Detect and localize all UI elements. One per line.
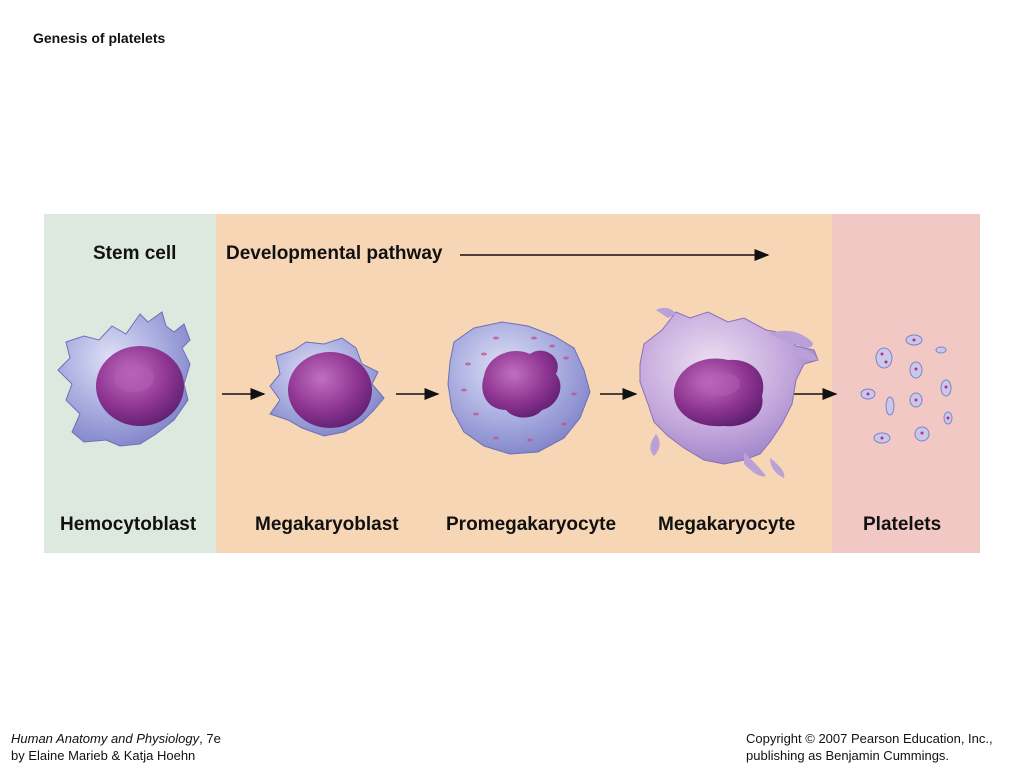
- book-authors: by Elaine Marieb & Katja Hoehn: [11, 748, 196, 763]
- copyright-line-2: publishing as Benjamin Cummings.: [746, 748, 950, 763]
- megakaryoblast-cell: [269, 337, 385, 437]
- megakaryocyte-label: Megakaryocyte: [658, 514, 796, 535]
- book-edition: , 7e: [199, 731, 221, 746]
- hemocytoblast-cell: [57, 311, 191, 447]
- platelets-group: [860, 334, 953, 444]
- megakaryoblast-label: Megakaryoblast: [255, 514, 399, 535]
- copyright-notice: Copyright © 2007 Pearson Education, Inc.…: [746, 730, 993, 764]
- book-title: Human Anatomy and Physiology: [11, 731, 200, 746]
- stem-cell-header: Stem cell: [93, 243, 177, 264]
- promegakaryocyte-cell: [447, 321, 591, 455]
- slide-title: Genesis of platelets: [33, 30, 166, 46]
- platelets-label: Platelets: [863, 514, 942, 535]
- hemocytoblast-label: Hemocytoblast: [60, 514, 197, 535]
- cell-illustrations: [57, 249, 953, 478]
- platelet-genesis-figure: Stem cell Developmental pathway Hemocyto…: [44, 214, 980, 553]
- developmental-pathway-header: Developmental pathway: [226, 243, 443, 264]
- copyright-line-1: Copyright © 2007 Pearson Education, Inc.…: [746, 731, 993, 746]
- megakaryocyte-cell: [639, 307, 819, 478]
- book-citation: Human Anatomy and Physiology, 7e by Elai…: [11, 730, 221, 764]
- promegakaryocyte-label: Promegakaryocyte: [446, 514, 617, 535]
- platelets-panel: [832, 214, 980, 553]
